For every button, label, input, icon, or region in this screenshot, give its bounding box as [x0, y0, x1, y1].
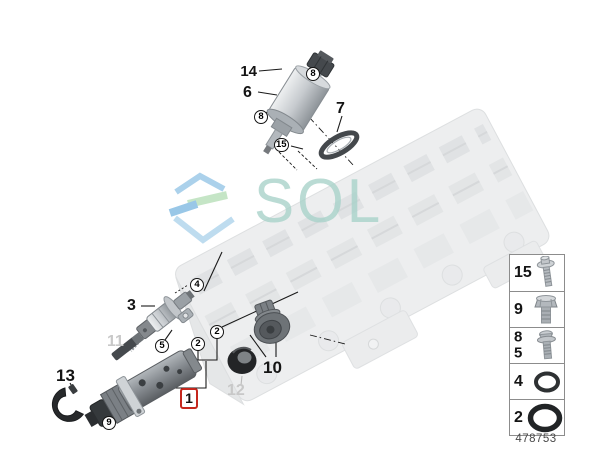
connector-part-14	[306, 50, 335, 78]
legend-row-2: 2	[510, 399, 564, 435]
callout-box-1-highlighted: 1	[180, 388, 198, 409]
callout-circle-15: 15	[274, 138, 289, 152]
grommet-part-12	[227, 346, 257, 374]
cylinder-head-art	[175, 108, 550, 406]
legend-number-8-5: 8 5	[514, 328, 523, 362]
dowel-pin-part-11	[111, 332, 144, 361]
legend-number-8: 8	[514, 328, 523, 345]
legend-row-15: 15	[510, 255, 564, 291]
seal-ring-part-7	[318, 130, 360, 160]
callout-6: 6	[243, 84, 252, 101]
callout-circle-8-lower: 8	[254, 110, 268, 124]
eccentric-sensor-part-10	[253, 299, 291, 344]
callout-7: 7	[336, 100, 345, 117]
legend-row-9: 9	[510, 291, 564, 327]
callout-circle-5: 5	[155, 339, 169, 353]
legend-table: 15 9	[509, 254, 565, 436]
flange-bolt-icon	[536, 256, 555, 287]
callout-circle-8-upper: 8	[306, 67, 320, 81]
callout-circle-2-left: 2	[191, 337, 205, 351]
o-ring-small-icon	[534, 371, 560, 392]
callout-12-ghost: 12	[227, 382, 245, 399]
legend-number-2: 2	[514, 408, 523, 426]
legend-number-4: 4	[514, 372, 523, 390]
callout-11-ghost: 11	[107, 333, 124, 350]
callout-circle-2-right: 2	[210, 325, 224, 339]
callout-14: 14	[240, 63, 257, 80]
solenoid-motor-part-6	[263, 50, 335, 155]
legend-number-5: 5	[514, 344, 523, 362]
callout-13: 13	[56, 366, 75, 385]
watermark-logo	[168, 172, 235, 244]
hex-bolt-icon	[534, 294, 558, 323]
callout-3: 3	[127, 297, 136, 314]
washer-bolt-icon	[536, 329, 556, 359]
legend-number-15: 15	[514, 264, 532, 282]
callout-circle-4: 4	[190, 278, 204, 292]
callout-circle-9: 9	[102, 416, 116, 430]
legend-number-9: 9	[514, 300, 523, 318]
o-ring-large-icon	[527, 403, 563, 432]
watermark-text: SOL	[254, 167, 384, 236]
cap-part-13	[51, 384, 85, 422]
legend-row-8-5: 8 5	[510, 327, 564, 363]
drawing-number: 478753	[515, 433, 557, 445]
legend-row-4: 4	[510, 363, 564, 399]
callout-10: 10	[263, 358, 282, 377]
camshaft-sensor-part-3	[136, 290, 195, 340]
